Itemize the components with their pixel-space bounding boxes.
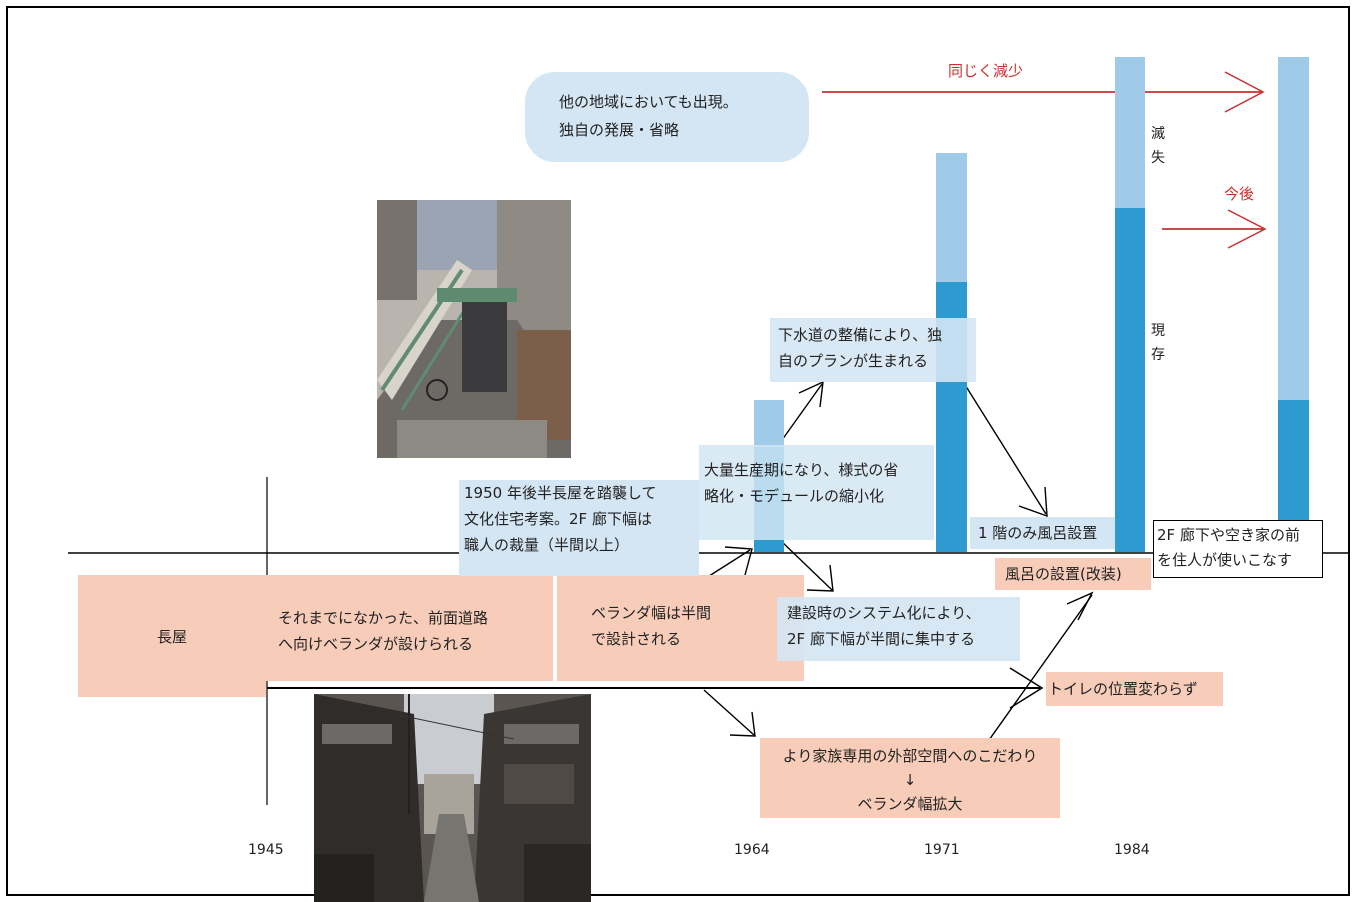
system-box: 建設時のシステム化により、 2F 廊下幅が半間に集中する (777, 597, 1020, 661)
corridor-use-line-2: を住人が使いこなす (1157, 551, 1293, 569)
year-1971: 1971 (924, 842, 960, 858)
apartment-stairs-photo (377, 200, 571, 458)
veranda-first-line-2: へ向けベランダが設けられる (278, 635, 474, 653)
sewer-box: 下水道の整備により、独 自のプランが生まれる (770, 318, 976, 382)
sewer-line-1: 下水道の整備により、独 (778, 326, 943, 344)
bunka-line-2: 文化住宅考案。2F 廊下幅は (464, 510, 652, 528)
bar-label-existing: 現 存 (1151, 323, 1165, 363)
toilet-label: トイレの位置変わらず (1048, 680, 1198, 698)
bath-renovation-label: 風呂の設置(改装) (1005, 565, 1122, 583)
bubble-line-1: 他の地域においても出現。 (559, 93, 738, 111)
system-line-1: 建設時のシステム化により、 (787, 604, 981, 622)
veranda-first-box: それまでになかった、前面道路 へ向けベランダが設けられる (266, 575, 553, 681)
family-line-1: より家族専用の外部空間へのこだわり (782, 747, 1038, 765)
bunka-line-1: 1950 年後半長屋を踏襲して (464, 484, 657, 502)
corridor-use-line-1: 2F 廊下や空き家の前 (1157, 526, 1300, 544)
year-1984: 1984 (1114, 842, 1150, 858)
family-arrow-line: ↓ (903, 771, 917, 789)
bath-1f-label: 1 階のみ風呂設置 (978, 524, 1098, 542)
toilet-box: トイレの位置変わらず (1046, 672, 1223, 706)
future-label: 今後 (1224, 185, 1255, 203)
bunka-jutaku-box: 1950 年後半長屋を踏襲して 文化住宅考案。2F 廊下幅は 職人の裁量（半間以… (459, 480, 699, 576)
nagaya-label-box: 長屋 (78, 575, 266, 697)
veranda-half-line-1: ベランダ幅は半間 (591, 604, 712, 622)
family-line-2: ベランダ幅拡大 (857, 795, 963, 813)
bar-label-lost: 滅 失 (1151, 126, 1165, 166)
diagram-frame (6, 6, 1350, 896)
veranda-first-line-1: それまでになかった、前面道路 (278, 609, 489, 627)
family-space-box: より家族専用の外部空間へのこだわり ↓ ベランダ幅拡大 (760, 738, 1060, 818)
veranda-half-line-2: で設計される (591, 630, 682, 648)
bath-1f-box: 1 階のみ風呂設置 (970, 517, 1115, 549)
mass-line-1: 大量生産期になり、様式の省 (704, 461, 899, 479)
mass-production-box: 大量生産期になり、様式の省 略化・モデュールの縮小化 (699, 445, 934, 540)
alley-photo (314, 694, 591, 902)
year-1945: 1945 (248, 842, 284, 858)
same-decrease-label: 同じく減少 (948, 62, 1024, 80)
sewer-line-2: 自のプランが生まれる (778, 352, 929, 370)
year-1964: 1964 (734, 842, 770, 858)
bar-1984-dark (1115, 208, 1145, 552)
bath-renovation-box: 風呂の設置(改装) (995, 558, 1151, 590)
mass-line-2: 略化・モデュールの縮小化 (704, 487, 885, 505)
system-line-2: 2F 廊下幅が半間に集中する (787, 630, 975, 648)
corridor-use-box: 2F 廊下や空き家の前 を住人が使いこなす (1153, 520, 1323, 578)
bunka-line-3: 職人の裁量（半間以上） (464, 536, 630, 554)
other-regions-bubble: 他の地域においても出現。 独自の発展・省略 (525, 72, 809, 162)
bubble-line-2: 独自の発展・省略 (559, 121, 680, 139)
veranda-half-box: ベランダ幅は半間 で設計される (557, 575, 804, 681)
nagaya-label: 長屋 (156, 627, 187, 646)
